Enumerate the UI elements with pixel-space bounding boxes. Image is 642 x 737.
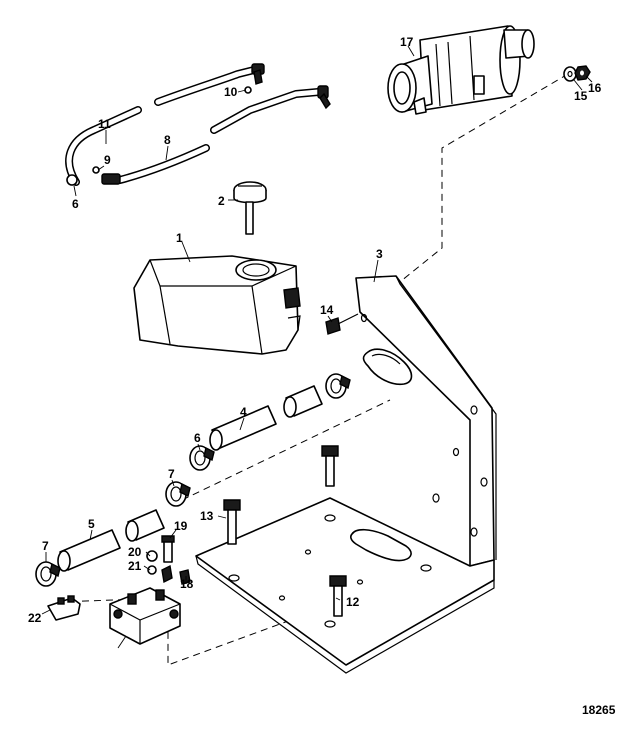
coolant-hoses: [65, 63, 331, 186]
callout-17: 17: [400, 35, 414, 49]
hose-segment-4: [189, 373, 351, 471]
callout-9: 9: [104, 153, 111, 167]
bolt-small: [325, 313, 359, 335]
callout-6-lower: 6: [72, 197, 79, 211]
solenoid-assembly: [47, 535, 191, 645]
callout-15: 15: [574, 89, 588, 103]
callout-leaders: [41, 45, 593, 649]
hose-segment-5: [35, 481, 191, 587]
callout-19: 19: [174, 519, 188, 533]
callout-13: 13: [200, 509, 214, 523]
washer-and-nut: [563, 65, 591, 82]
callout-12: 12: [346, 595, 360, 609]
callout-1: 1: [176, 231, 183, 245]
callout-5: 5: [88, 517, 95, 531]
callout-6-upper: 6: [194, 431, 201, 445]
callout-2: 2: [218, 194, 225, 208]
callout-11: 11: [98, 117, 111, 131]
heat-exchanger-cylinder: [387, 25, 535, 115]
assembly-dashed-lines: [57, 73, 569, 666]
callout-10: 10: [224, 85, 238, 99]
callout-3: 3: [376, 247, 383, 261]
callout-20: 20: [128, 545, 142, 559]
reservoir-cap: [233, 181, 267, 235]
callout-7-lower: 7: [42, 539, 49, 553]
callout-21: 21: [128, 559, 142, 573]
callout-4: 4: [240, 405, 247, 419]
callout-16: 16: [588, 81, 602, 95]
callout-14: 14: [320, 303, 334, 317]
callout-labels: 1 2 3 4 5 6 6 7 7 8 9 10 11 12 13 14 15 …: [28, 35, 602, 625]
callout-7-upper: 7: [168, 467, 175, 481]
callout-22: 22: [28, 611, 42, 625]
mounting-bolts: [223, 445, 347, 617]
callout-18: 18: [180, 577, 194, 591]
coolant-reservoir: [133, 255, 301, 355]
figure-id: 18265: [582, 703, 616, 717]
callout-8: 8: [164, 133, 171, 147]
